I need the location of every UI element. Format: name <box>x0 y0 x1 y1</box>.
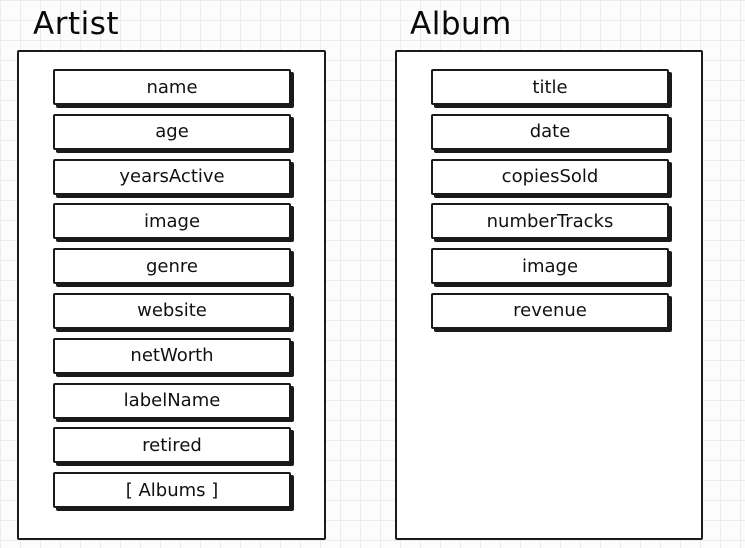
album-field-list: title date copiesSold numberTracks image… <box>431 69 669 338</box>
album-field-revenue: revenue <box>431 292 669 329</box>
artist-field-years-active: yearsActive <box>53 158 291 195</box>
artist-field-age: age <box>53 113 291 150</box>
artist-field-genre: genre <box>53 248 291 285</box>
artist-field-albums: [ Albums ] <box>53 472 291 509</box>
album-field-number-tracks: numberTracks <box>431 203 669 240</box>
album-field-date: date <box>431 113 669 150</box>
artist-panel: name age yearsActive image genre website… <box>17 50 326 540</box>
artist-field-website: website <box>53 292 291 329</box>
artist-field-name: name <box>53 69 291 105</box>
album-field-image: image <box>431 248 669 285</box>
album-heading: Album <box>410 6 512 42</box>
artist-field-list: name age yearsActive image genre website… <box>53 69 291 517</box>
artist-heading: Artist <box>33 6 120 42</box>
artist-field-retired: retired <box>53 427 291 464</box>
album-field-copies-sold: copiesSold <box>431 158 669 195</box>
artist-field-net-worth: netWorth <box>53 337 291 374</box>
artist-field-label-name: labelName <box>53 382 291 419</box>
album-panel: title date copiesSold numberTracks image… <box>395 50 703 540</box>
album-field-title: title <box>431 69 669 105</box>
artist-field-image: image <box>53 203 291 240</box>
